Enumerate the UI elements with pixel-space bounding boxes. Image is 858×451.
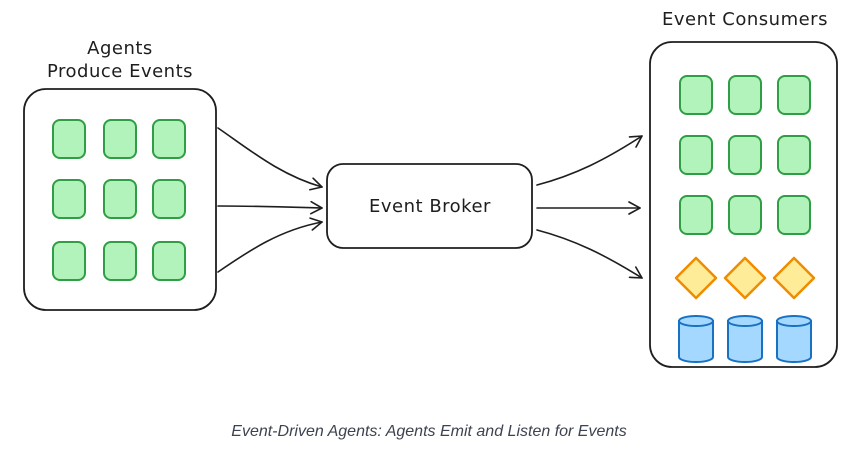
event-broker-box <box>326 163 533 249</box>
consumer-agent-node <box>679 75 713 115</box>
diagram-caption: Event-Driven Agents: Agents Emit and Lis… <box>231 423 627 440</box>
consumer-decision-node <box>674 256 718 300</box>
consumer-agent-node <box>728 135 762 175</box>
producer-nodes <box>52 119 186 281</box>
producer-agent-node <box>52 179 86 219</box>
consumers-title: Event Consumers <box>662 9 828 30</box>
consumer-datastore-node <box>678 315 714 363</box>
producer-agent-node <box>52 119 86 159</box>
consumer-agent-node <box>777 135 811 175</box>
consumer-agent-node <box>728 75 762 115</box>
producer-agent-node <box>152 241 186 281</box>
arrow-producer-to-broker-top <box>217 127 323 191</box>
producers-title-line1: Agents <box>87 38 153 59</box>
arrow-producer-to-broker-bottom <box>217 217 323 273</box>
producer-agent-node <box>103 241 137 281</box>
producer-agent-node <box>52 241 86 281</box>
producers-title-line2: Produce Events <box>47 61 193 82</box>
consumer-nodes <box>674 75 816 363</box>
arrow-broker-to-consumers-top <box>536 135 643 186</box>
event-broker-label: Event Broker <box>369 196 491 217</box>
consumer-agent-node <box>777 195 811 235</box>
arrow-producer-to-broker-middle <box>217 200 323 215</box>
consumer-datastore-node <box>727 315 763 363</box>
consumer-decision-node <box>723 256 767 300</box>
consumer-datastore-node <box>776 315 812 363</box>
consumer-agent-node <box>679 195 713 235</box>
consumer-agent-node <box>728 195 762 235</box>
producer-agent-node <box>103 179 137 219</box>
consumer-agent-node <box>777 75 811 115</box>
arrow-broker-to-consumers-bottom <box>536 229 643 279</box>
producer-agent-node <box>152 179 186 219</box>
producer-agent-node <box>103 119 137 159</box>
consumer-agent-node <box>679 135 713 175</box>
producer-agent-node <box>152 119 186 159</box>
consumer-decision-node <box>772 256 816 300</box>
